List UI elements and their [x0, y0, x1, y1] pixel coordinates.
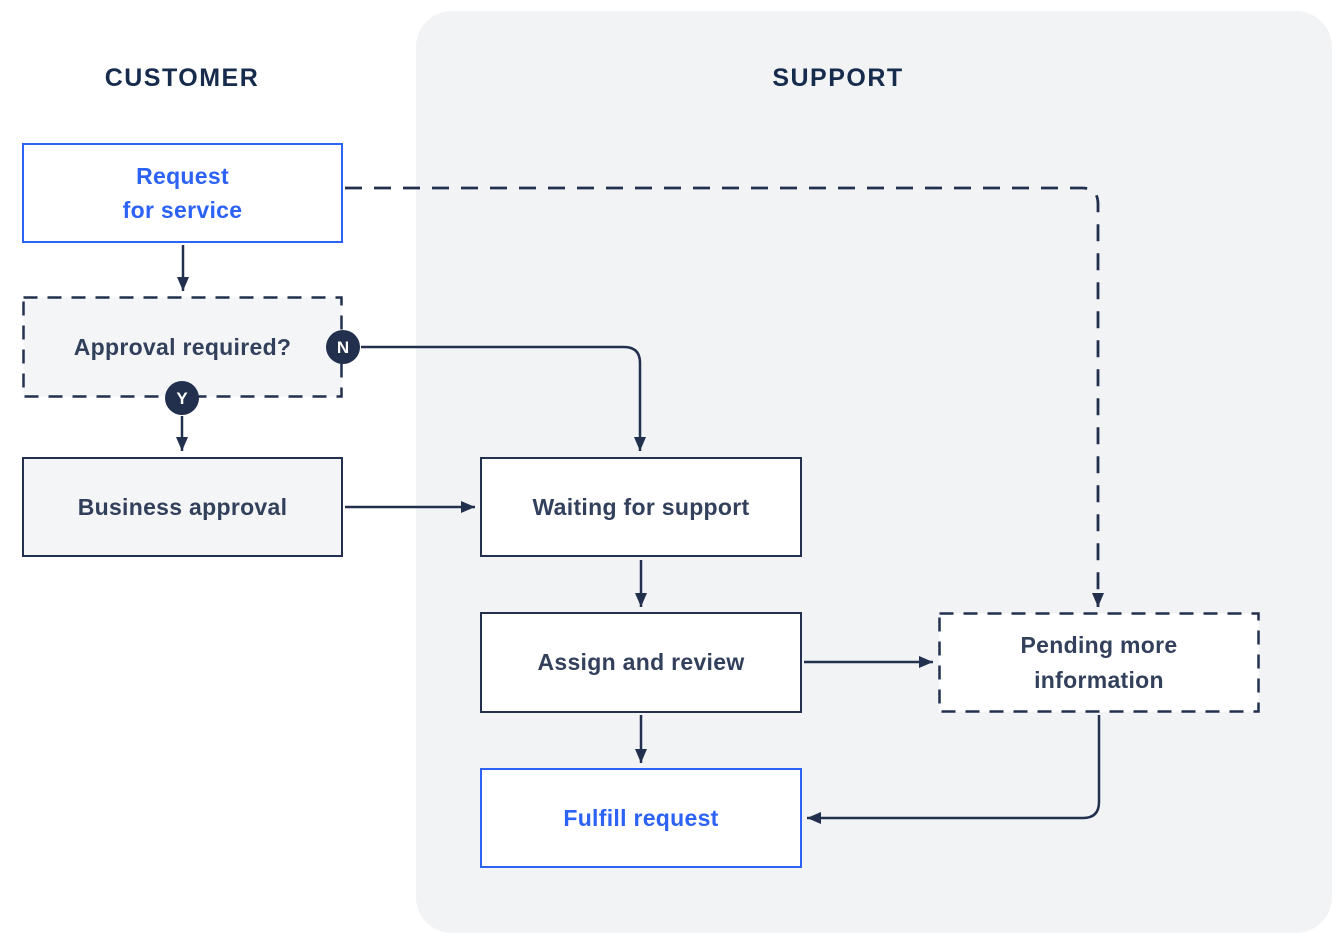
node-business-approval: Business approval — [22, 457, 343, 557]
node-approval-required: Approval required? — [22, 296, 343, 398]
node-label-line: Fulfill request — [563, 804, 719, 831]
node-waiting-for-support: Waiting for support — [480, 457, 802, 557]
edge-pending-to-fulfill — [807, 715, 1101, 824]
support-lane-header: SUPPORT — [772, 64, 904, 92]
node-request-for-service: Request for service — [22, 143, 343, 243]
pending-more-information-box-outline — [938, 612, 1260, 713]
node-label-line: Business approval — [77, 493, 288, 520]
node-label-line: Approval required? — [73, 333, 292, 360]
node-label-line: information — [1034, 666, 1164, 693]
node-pending-more-information: Pending more information — [938, 612, 1260, 713]
node-assign-and-review: Assign and review — [480, 612, 802, 713]
edge-request-to-pending-dashed — [345, 186, 1104, 607]
customer-lane-header: CUSTOMER — [104, 64, 260, 92]
node-label-line: for service — [122, 197, 243, 223]
decision-badge-no: N — [326, 330, 360, 364]
node-label-line: Waiting for support — [532, 493, 750, 520]
node-label-line: Assign and review — [537, 649, 745, 676]
decision-badge-yes: Y — [165, 381, 199, 415]
edge-approval-no-to-waiting — [361, 345, 646, 451]
node-label-line: Pending more — [1020, 632, 1178, 658]
node-label-line: Request — [136, 162, 229, 189]
node-fulfill-request: Fulfill request — [480, 768, 802, 868]
